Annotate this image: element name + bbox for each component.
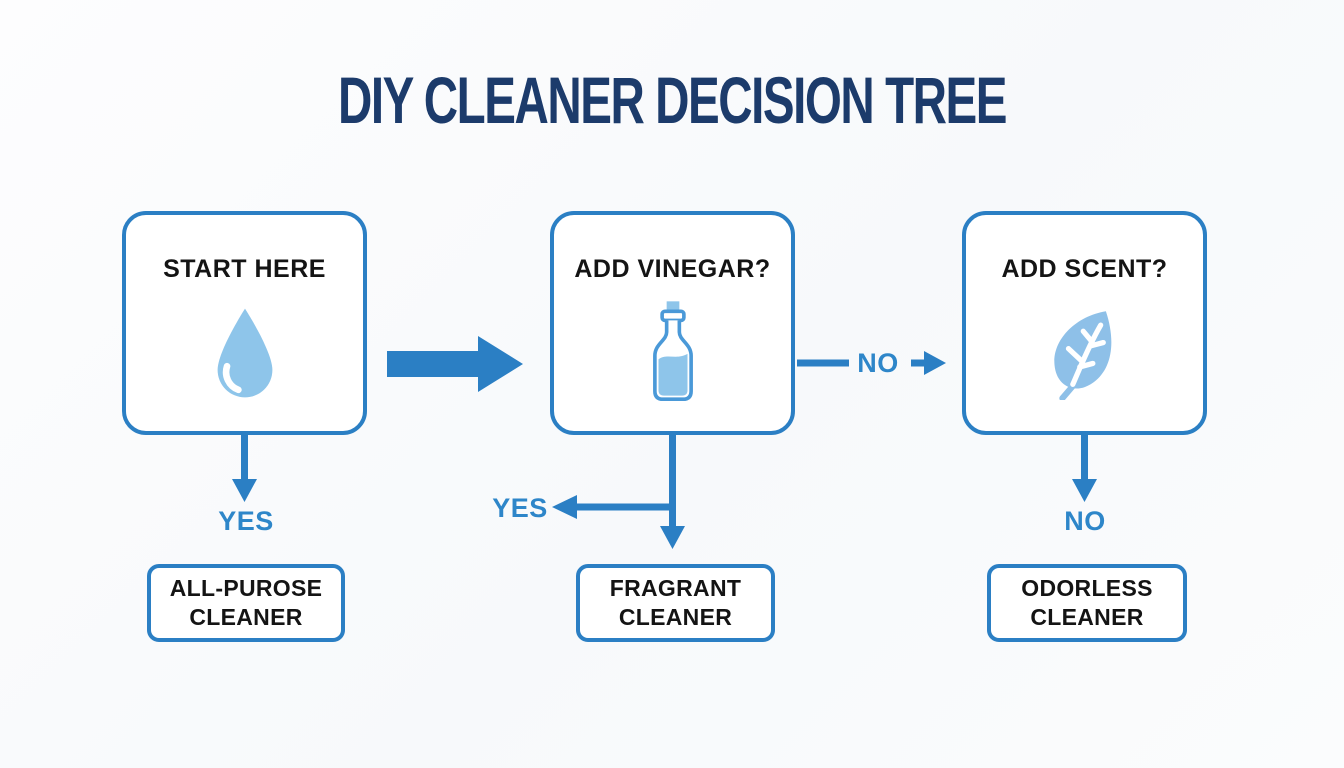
node-vinegar-label: ADD VINEGAR? <box>574 255 771 283</box>
edge-label-start-yes: YES <box>218 506 274 536</box>
result-fragrant-cleaner: FRAGRANT CLEANER <box>576 564 775 642</box>
arrow-start-down <box>232 435 257 502</box>
node-start: START HERE <box>122 211 367 435</box>
edge-label-scent-no: NO <box>1064 506 1106 536</box>
result-line: CLEANER <box>618 604 733 630</box>
result-all-purpose-cleaner: ALL-PUROSE CLEANER <box>147 564 345 642</box>
page-title: DIY CLEANER DECISION TREE <box>337 63 1008 137</box>
result-line: CLEANER <box>189 604 303 630</box>
node-scent-label: ADD SCENT? <box>1001 255 1168 283</box>
result-line: ALL-PUROSE <box>169 575 323 601</box>
vinegar-bottle-icon <box>652 300 693 401</box>
water-drop-icon <box>217 308 272 397</box>
result-line: FRAGRANT <box>609 575 742 601</box>
leaf-icon <box>1053 310 1111 400</box>
result-line: CLEANER <box>1030 604 1144 630</box>
edge-label-vinegar-no: NO <box>857 348 899 378</box>
node-add-vinegar: ADD VINEGAR? <box>550 211 795 435</box>
arrow-start-to-vinegar <box>387 336 523 392</box>
node-add-scent: ADD SCENT? <box>962 211 1207 435</box>
result-line: ODORLESS <box>1021 575 1153 601</box>
arrow-scent-down <box>1072 435 1097 502</box>
edge-label-vinegar-yes: YES <box>492 493 548 523</box>
node-start-label: START HERE <box>163 255 326 283</box>
result-odorless-cleaner: ODORLESS CLEANER <box>987 564 1187 642</box>
arrow-vinegar-branch <box>552 435 685 549</box>
